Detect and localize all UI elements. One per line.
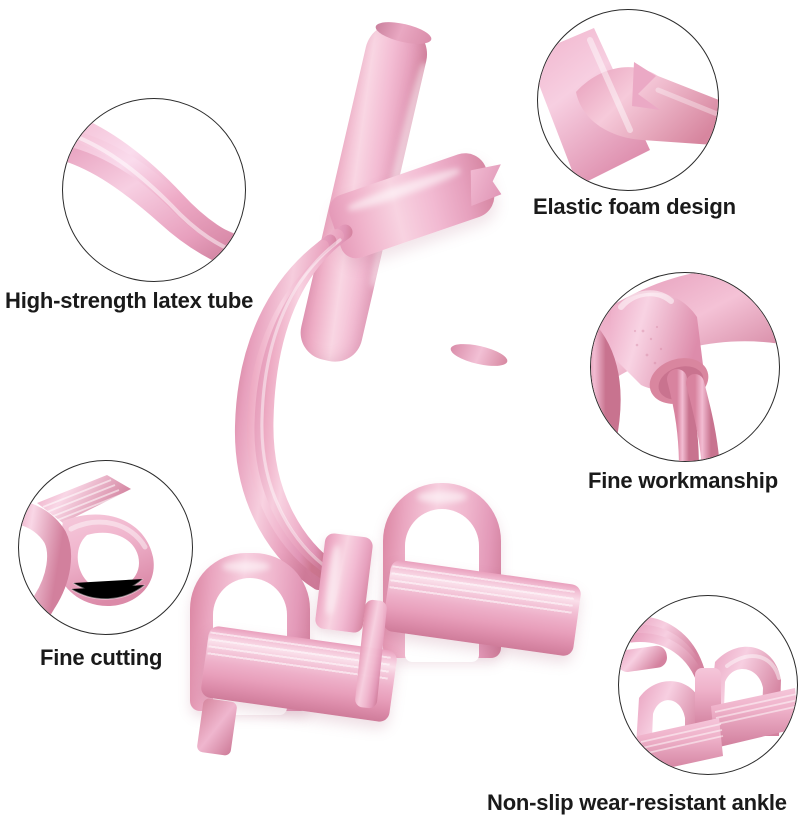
fine-cutting-detail-art [19,475,154,634]
callout-circle-non-slip-wear-resistant-ankle [618,595,798,775]
callout-label-high-strength-latex-tube: High-strength latex tube [5,288,254,313]
callout-label-fine-workmanship: Fine workmanship [588,468,778,493]
fine-workmanship-detail-art [591,273,779,461]
latex-tube-detail-art [63,110,245,274]
callout-circle-fine-cutting [18,460,193,635]
callout-label-fine-cutting: Fine cutting [40,645,163,670]
callout-label-elastic-foam-design: Elastic foam design [533,194,736,219]
elastic-foam-detail-art [538,28,718,186]
callout-circle-high-strength-latex-tube [62,98,246,282]
non-slip-ankle-detail-art [619,616,797,774]
callout-label-non-slip-wear-resistant-ankle: Non-slip wear-resistant ankle [487,790,787,815]
callout-circle-fine-workmanship [590,272,780,462]
callout-circle-elastic-foam-design [537,9,719,191]
